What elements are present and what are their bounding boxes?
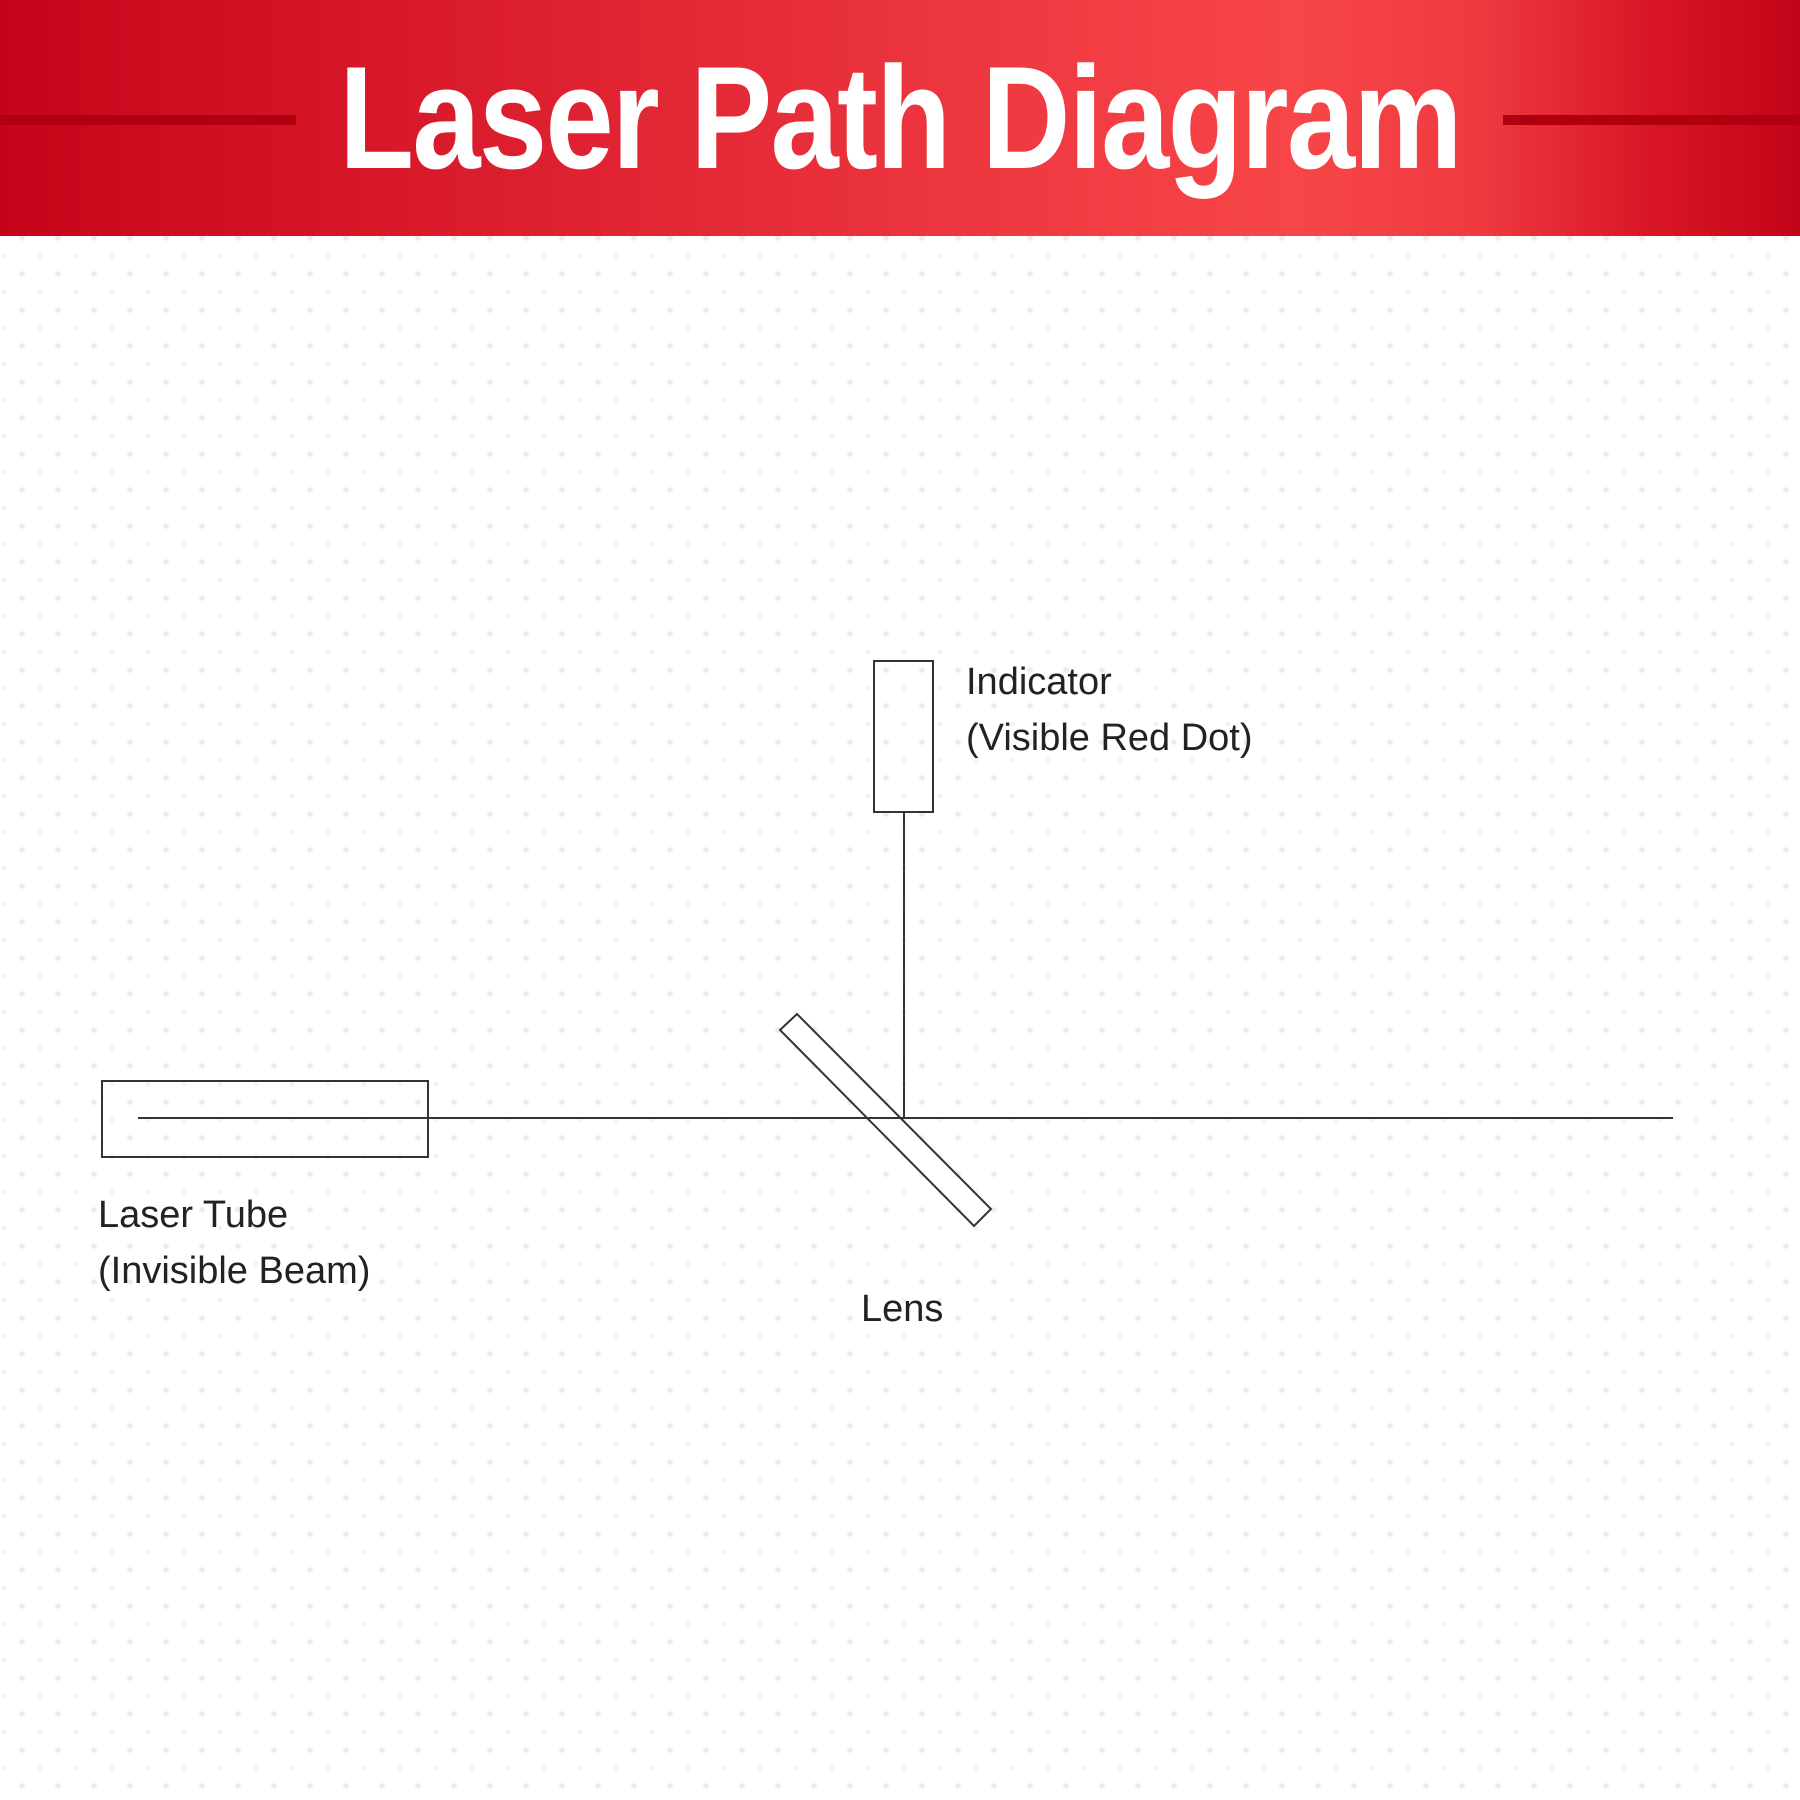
lens-label: Lens — [861, 1287, 943, 1331]
lens-shape — [778, 1012, 993, 1228]
banner-rule-right — [1503, 115, 1800, 125]
page-title: Laser Path Diagram — [339, 36, 1462, 199]
indicator-name: Indicator — [966, 661, 1112, 703]
laser-tube-name: Laser Tube — [98, 1194, 289, 1236]
lens-name: Lens — [861, 1288, 944, 1330]
indicator-shape — [873, 660, 934, 813]
title-banner: Laser Path Diagram — [0, 0, 1800, 236]
laser-tube-note: (Invisible Beam) — [98, 1250, 371, 1292]
indicator-label: Indicator (Visible Red Dot) — [966, 660, 1253, 760]
indicator-note: (Visible Red Dot) — [966, 717, 1253, 759]
laser-tube-shape — [101, 1080, 429, 1158]
laser-tube-label: Laser Tube (Invisible Beam) — [98, 1193, 370, 1293]
banner-rule-left — [0, 115, 296, 125]
